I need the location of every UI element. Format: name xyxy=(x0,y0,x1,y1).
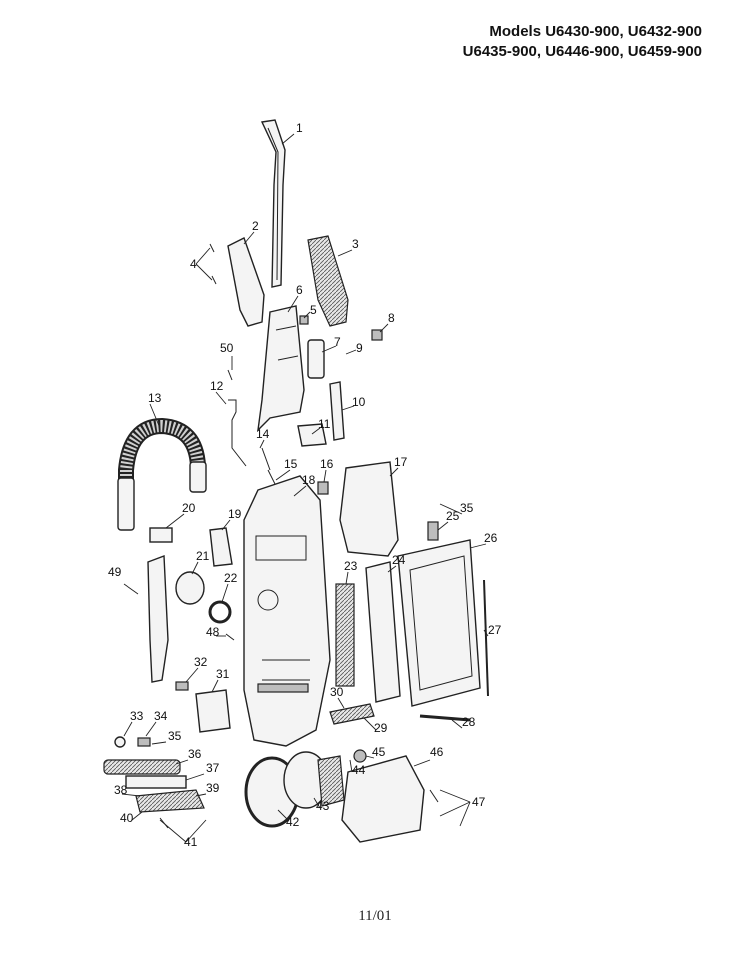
callout-28: 28 xyxy=(462,715,476,729)
callout-7: 7 xyxy=(334,335,341,349)
callout-21: 21 xyxy=(196,549,210,563)
part-base xyxy=(341,755,425,843)
callout-41: 41 xyxy=(184,835,198,849)
callout-46: 46 xyxy=(430,745,444,759)
model-line-1: Models U6430-900, U6432-900 xyxy=(489,23,702,40)
callout-2: 2 xyxy=(252,219,259,233)
callout-17: 17 xyxy=(394,455,408,469)
part-14 xyxy=(261,447,271,471)
callout-23: 23 xyxy=(344,559,358,573)
callout-24: 24 xyxy=(392,553,406,567)
part-12 xyxy=(228,399,247,467)
callout-35: 35 xyxy=(460,501,474,515)
part-hose xyxy=(117,417,207,531)
callout-18: 18 xyxy=(302,473,316,487)
callout-12: 12 xyxy=(210,379,224,393)
part-16 xyxy=(317,481,329,495)
callout-13: 13 xyxy=(148,391,162,405)
part-27 xyxy=(483,579,489,697)
callout-34: 34 xyxy=(154,709,168,723)
part-brushroll xyxy=(103,759,181,775)
callout-16: 16 xyxy=(320,457,334,471)
part-31 xyxy=(195,689,231,733)
callout-35: 35 xyxy=(168,729,182,743)
callout-33: 33 xyxy=(130,709,144,723)
part-25 xyxy=(427,521,439,541)
part-48 xyxy=(225,633,235,641)
callout-10: 10 xyxy=(352,395,366,409)
callout-39: 39 xyxy=(206,781,220,795)
part-7 xyxy=(307,339,325,379)
part-37 xyxy=(125,775,187,789)
part-filter-23 xyxy=(335,583,355,687)
part-50 xyxy=(227,369,233,381)
callout-42: 42 xyxy=(286,815,300,829)
part-29 xyxy=(329,703,375,725)
page-footer-date: 11/01 xyxy=(358,908,392,924)
callout-36: 36 xyxy=(188,747,202,761)
part-22 xyxy=(208,600,232,624)
callout-19: 19 xyxy=(228,507,242,521)
callout-40: 40 xyxy=(120,811,134,825)
leader-lines xyxy=(121,133,489,843)
part-39 xyxy=(135,789,205,813)
callout-49: 49 xyxy=(108,565,122,579)
part-45 xyxy=(353,749,367,763)
callout-29: 29 xyxy=(374,721,388,735)
callout-8: 8 xyxy=(388,311,395,325)
part-screws-4 xyxy=(209,243,217,285)
callout-1: 1 xyxy=(296,121,303,135)
part-door xyxy=(397,539,481,707)
callout-5: 5 xyxy=(310,303,317,317)
callout-26: 26 xyxy=(484,531,498,545)
part-33 xyxy=(114,736,126,748)
callout-48: 48 xyxy=(206,625,220,639)
callout-30: 30 xyxy=(330,685,344,699)
part-filter-housing xyxy=(339,461,399,557)
part-47 xyxy=(429,789,439,803)
model-line-2: U6435-900, U6446-900, U6459-900 xyxy=(462,43,702,60)
part-handle xyxy=(260,119,286,288)
part-24 xyxy=(365,561,401,703)
part-11 xyxy=(297,423,327,447)
model-header: Models U6430-900, U6432-900 U6435-900, U… xyxy=(463,22,702,62)
part-21 xyxy=(175,571,205,605)
callout-14: 14 xyxy=(256,427,270,441)
callout-43: 43 xyxy=(316,799,330,813)
callout-44: 44 xyxy=(352,763,366,777)
callout-9: 9 xyxy=(356,341,363,355)
part-cord-hook-right xyxy=(307,235,349,327)
part-19 xyxy=(209,527,233,567)
part-8 xyxy=(371,329,383,341)
part-10 xyxy=(329,381,345,441)
callout-47: 47 xyxy=(472,795,486,809)
callout-27: 27 xyxy=(488,623,502,637)
callout-3: 3 xyxy=(352,237,359,251)
callout-32: 32 xyxy=(194,655,208,669)
callout-4: 4 xyxy=(190,257,197,271)
part-20 xyxy=(149,527,173,543)
part-28 xyxy=(419,714,471,722)
callout-50: 50 xyxy=(220,341,234,355)
callout-11: 11 xyxy=(318,417,331,431)
part-upper-body xyxy=(257,305,305,432)
callout-45: 45 xyxy=(372,745,386,759)
part-32 xyxy=(175,681,189,691)
callout-6: 6 xyxy=(296,283,303,297)
part-main-body xyxy=(243,475,331,747)
part-49 xyxy=(147,555,169,683)
part-cord-hook-left xyxy=(227,237,265,327)
callout-25: 25 xyxy=(446,509,460,523)
callout-38: 38 xyxy=(114,783,128,797)
callout-22: 22 xyxy=(224,571,238,585)
part-5 xyxy=(299,315,309,325)
callout-37: 37 xyxy=(206,761,220,775)
callout-20: 20 xyxy=(182,501,196,515)
part-34 xyxy=(137,737,151,747)
callout-15: 15 xyxy=(284,457,298,471)
callout-31: 31 xyxy=(216,667,230,681)
